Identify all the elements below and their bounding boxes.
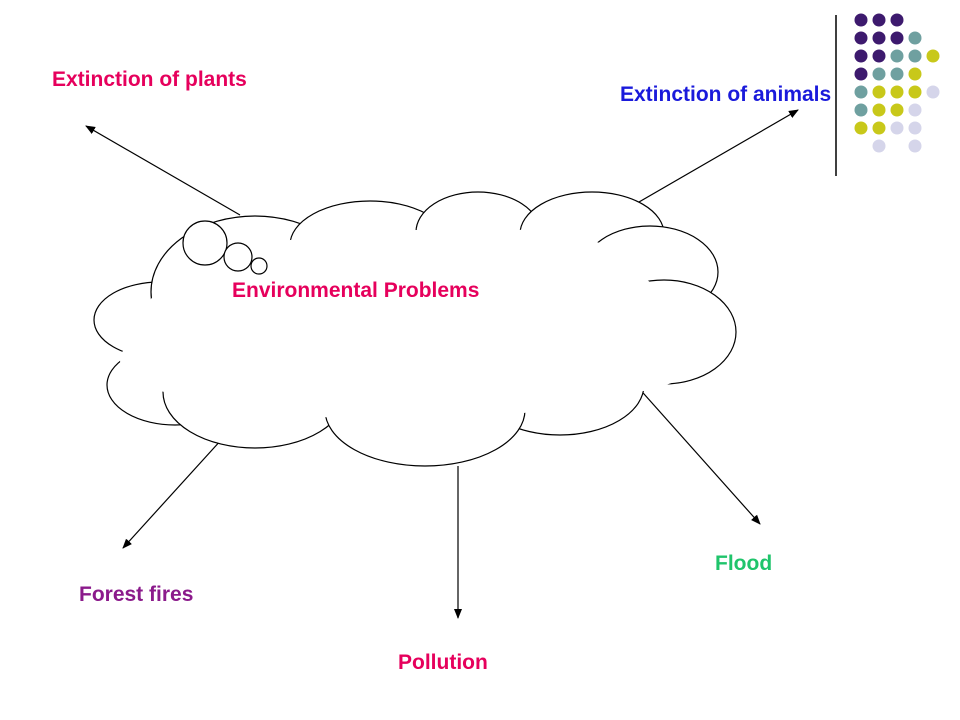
decorative-dot (908, 49, 922, 63)
arrow-to-flood (635, 384, 761, 525)
label-pollution: Pollution (398, 651, 488, 674)
decorative-dot (890, 103, 904, 117)
center-label: Environmental Problems (232, 279, 479, 302)
decorative-dot (872, 103, 886, 117)
decorative-dot (854, 85, 868, 99)
decorative-dot (908, 139, 922, 153)
decorative-dot (908, 85, 922, 99)
decorative-dot-grid (835, 13, 940, 176)
decorative-dot (872, 31, 886, 45)
decorative-dot (908, 31, 922, 45)
decorative-dot (890, 31, 904, 45)
decorative-dot (854, 121, 868, 135)
cloud-shape (93, 191, 737, 467)
decorative-dot (890, 121, 904, 135)
decorative-dot (908, 67, 922, 81)
arrows (85, 109, 799, 619)
decorative-dot (872, 85, 886, 99)
decorative-dot (890, 49, 904, 63)
label-flood: Flood (715, 552, 772, 575)
arrow-to-extinction-of-plants (85, 125, 241, 216)
decorative-dot (854, 67, 868, 81)
arrow-to-extinction-of-animals (626, 109, 799, 210)
decorative-dot (872, 49, 886, 63)
decorative-dot (872, 13, 886, 27)
thought-bubble-small (250, 257, 268, 275)
label-forest-fires: Forest fires (79, 583, 193, 606)
decorative-dot (854, 49, 868, 63)
decorative-dot (926, 49, 940, 63)
label-extinction-of-animals: Extinction of animals (620, 83, 831, 106)
decorative-dot (854, 103, 868, 117)
decorative-dot (854, 13, 868, 27)
decorative-dot (872, 67, 886, 81)
arrow-to-forest-fires (122, 427, 233, 549)
label-extinction-of-plants: Extinction of plants (52, 68, 247, 91)
decorative-dot (908, 103, 922, 117)
decorative-dot (926, 85, 940, 99)
decorative-dot (890, 85, 904, 99)
thought-bubble-large (182, 220, 228, 266)
decorative-dot (908, 121, 922, 135)
thought-bubble-medium (223, 242, 253, 272)
decorative-dot (890, 67, 904, 81)
decorative-dot (854, 31, 868, 45)
decorative-dot (890, 13, 904, 27)
decorative-dot (872, 139, 886, 153)
decorative-dot (872, 121, 886, 135)
